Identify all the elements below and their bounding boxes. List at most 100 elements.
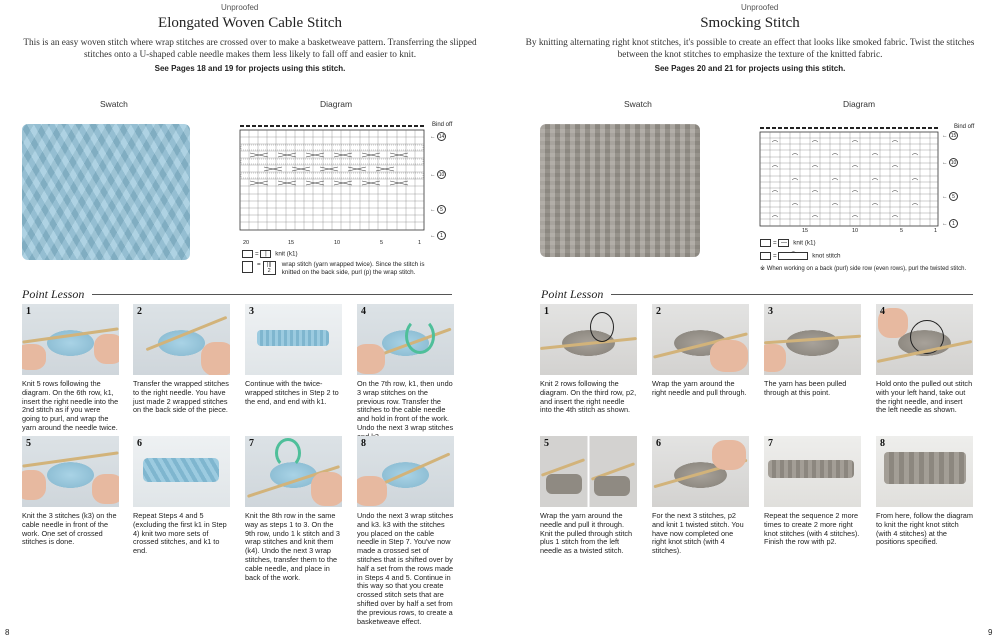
step: 1 Knit 5 rows following the diagram. On … <box>22 304 119 433</box>
chart-grid <box>759 127 939 227</box>
step-photo: 7 <box>245 436 342 507</box>
step: 8 From here, follow the diagram to knit … <box>876 436 973 547</box>
row-marker: ← 15 <box>942 131 959 140</box>
step-photo: 7 <box>764 436 861 507</box>
row-marker: ← 5 <box>942 192 959 201</box>
step-text: For the next 3 stitches, p2 and knit 1 t… <box>652 511 744 556</box>
col-number: 10 <box>334 240 341 246</box>
step-text: Undo the next 3 wrap stitches and k3. k3… <box>357 511 454 626</box>
step: 8 Undo the next 3 wrap stitches and k3. … <box>357 436 454 626</box>
step-text: Continue with the twice-wrapped stitches… <box>245 379 339 406</box>
step: 3 Continue with the twice-wrapped stitch… <box>245 304 342 406</box>
legend-knit: = | knit (k1) <box>242 250 442 259</box>
left-page: Elongated Woven Cable Stitch This is an … <box>5 15 477 637</box>
diagram-legend: = — knit (k1) = ⌒ knot stitch ※ When wor… <box>760 239 990 273</box>
step: 3 The yarn has been pulled through at th… <box>764 304 861 398</box>
step: 2 Transfer the wrapped stitches to the r… <box>133 304 230 415</box>
row-marker: ← 14 <box>430 132 447 141</box>
step-text: Wrap the yarn around the right needle an… <box>652 379 747 397</box>
step-photo: 8 <box>357 436 454 507</box>
row-marker: ← 5 <box>430 205 447 214</box>
bind-off-label: Bind off <box>432 122 453 128</box>
legend-note: ※ When working on a back (purl) side row… <box>760 266 967 273</box>
stitch-diagram: Bind off ← 14 ← 10 ← 5 ← 1 20 15 10 5 1 <box>238 122 468 252</box>
step-text: Knit the 8th row in the same way as step… <box>245 511 340 582</box>
step-photo: 8 <box>876 436 973 507</box>
diagram-label: Diagram <box>843 99 876 109</box>
step: 7 Repeat the sequence 2 more times to cr… <box>764 436 861 547</box>
row-marker: ← 10 <box>430 170 447 179</box>
col-number: 1 <box>934 228 938 234</box>
row-marker: ← 1 <box>430 231 447 240</box>
col-number: 20 <box>243 240 250 246</box>
step-photo: 4 <box>876 304 973 375</box>
step-photo: 3 <box>764 304 861 375</box>
swatch-image <box>22 124 190 260</box>
bind-off-label: Bind off <box>954 124 975 130</box>
step-photo: 5 <box>22 436 119 507</box>
diagram-label: Diagram <box>320 99 353 109</box>
row-marker: ← 10 <box>942 158 959 167</box>
page-number: 9 <box>988 628 993 637</box>
unproofed-label: Unproofed <box>221 3 259 12</box>
step: 6 Repeat Steps 4 and 5 (excluding the fi… <box>133 436 230 556</box>
step: 5 Wrap the yarn around the needle and pu… <box>540 436 637 556</box>
point-lesson-heading: Point Lesson <box>22 287 85 301</box>
col-number: 5 <box>380 240 384 246</box>
swatch-image <box>540 124 700 257</box>
right-page: Smocking Stitch By knitting alternating … <box>500 0 1000 640</box>
col-number: 15 <box>288 240 295 246</box>
stitch-diagram: Bind off ← 15 ← 10 ← 5 ← 1 15 10 5 1 <box>758 122 988 252</box>
unproofed-label-right: Unproofed <box>741 3 779 12</box>
step-text: The yarn has been pulled through at this… <box>764 379 847 397</box>
step-text: Knit the 3 stitches (k3) on the cable ne… <box>22 511 117 547</box>
col-number: 5 <box>900 228 904 234</box>
step-photo: 6 <box>133 436 230 507</box>
col-number: 15 <box>802 228 809 234</box>
point-lesson-heading: Point Lesson <box>541 287 604 301</box>
step-photo: 2 <box>652 304 749 375</box>
row-marker: ← 1 <box>942 219 959 228</box>
step-photo: 4 <box>357 304 454 375</box>
intro-text: This is an easy woven stitch where wrap … <box>23 38 477 60</box>
legend-knot: = ⌒ knot stitch <box>760 251 990 261</box>
step-text: Hold onto the pulled out stitch with you… <box>876 379 973 415</box>
step: 5 Knit the 3 stitches (k3) on the cable … <box>22 436 119 547</box>
page-number: 8 <box>5 628 10 637</box>
legend-wrap: = |||2 wrap stitch (yarn wrapped twice).… <box>242 260 442 277</box>
diagram-legend: = | knit (k1) = |||2 wrap stitch (yarn w… <box>242 250 442 277</box>
page-title: Smocking Stitch <box>700 15 800 31</box>
step-text: Transfer the wrapped stitches to the rig… <box>133 379 229 415</box>
step: 1 Knit 2 rows following the diagram. On … <box>540 304 637 415</box>
legend-knit: = — knit (k1) <box>760 239 990 248</box>
chart-grid <box>239 125 425 231</box>
divider <box>92 294 452 295</box>
step-text: Knit 5 rows following the diagram. On th… <box>22 379 119 432</box>
swatch-label: Swatch <box>100 99 128 109</box>
see-pages-note: See Pages 18 and 19 for projects using t… <box>154 64 346 73</box>
step-photo: 5 <box>540 436 637 507</box>
step-text: From here, follow the diagram to knit th… <box>876 511 973 547</box>
step-photo: 1 <box>540 304 637 375</box>
step-photo: 1 <box>22 304 119 375</box>
step-text: Repeat Steps 4 and 5 (excluding the firs… <box>133 511 227 556</box>
col-number: 10 <box>852 228 859 234</box>
see-pages-note: See Pages 20 and 21 for projects using t… <box>654 64 846 73</box>
step-photo: 2 <box>133 304 230 375</box>
intro-text: By knitting alternating right knot stitc… <box>525 38 975 60</box>
step-text: Repeat the sequence 2 more times to crea… <box>764 511 860 547</box>
step-text: Knit 2 rows following the diagram. On th… <box>540 379 637 415</box>
step: 2 Wrap the yarn around the right needle … <box>652 304 749 398</box>
step: 4 Hold onto the pulled out stitch with y… <box>876 304 973 415</box>
divider <box>611 294 973 295</box>
step: 6 For the next 3 stitches, p2 and knit 1… <box>652 436 749 556</box>
col-number: 1 <box>418 240 422 246</box>
step: 4 On the 7th row, k1, then undo 3 wrap s… <box>357 304 454 442</box>
swatch-label: Swatch <box>624 99 652 109</box>
step-photo: 3 <box>245 304 342 375</box>
page-title: Elongated Woven Cable Stitch <box>158 15 342 31</box>
step-photo: 6 <box>652 436 749 507</box>
step-text: Wrap the yarn around the needle and pull… <box>540 511 633 556</box>
step: 7 Knit the 8th row in the same way as st… <box>245 436 342 582</box>
step-text: On the 7th row, k1, then undo 3 wrap sti… <box>357 379 454 441</box>
